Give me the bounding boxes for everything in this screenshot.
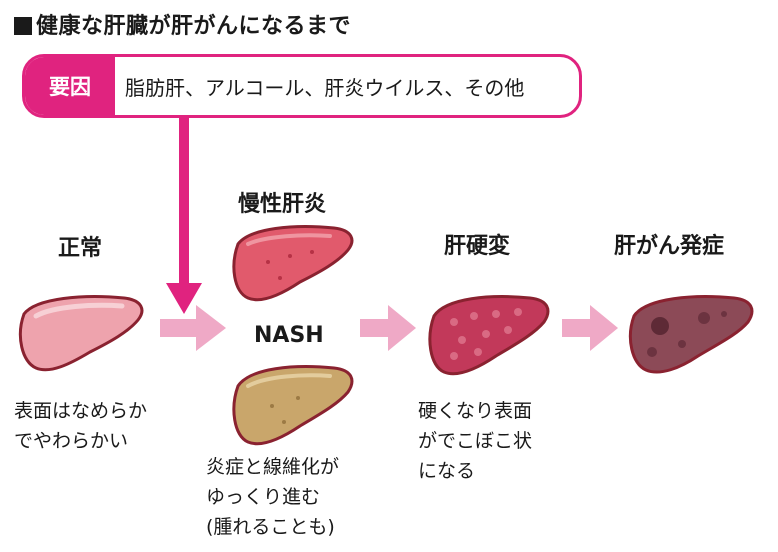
cause-down-arrow-icon [166,118,202,314]
normal-description: 表面はなめらか でやわらかい [14,400,148,452]
cause-text: 脂肪肝、アルコール、肝炎ウイルス、その他 [125,75,525,100]
stage-label-cancer: 肝がん発症 [614,234,725,259]
flow-arrow-3-icon [562,305,618,351]
stage-label-normal: 正常 [58,236,103,261]
cause-box: 要因 脂肪肝、アルコール、肝炎ウイルス、その他 [22,54,582,118]
flow-arrow-1-icon [160,305,226,351]
nash-description: 炎症と線維化が ゆっくり進む (腫れることも) [206,456,340,538]
stage-label-chronic-hepatitis: 慢性肝炎 [238,192,327,217]
normal-liver-icon [18,295,144,372]
nash-liver-icon [232,365,354,446]
chronic-hepatitis-liver-icon [232,225,354,302]
stage-label-nash: NASH [254,323,324,348]
cirrhosis-description: 硬くなり表面 がでこぼこ状 になる [418,400,533,482]
flow-arrow-2-icon [360,305,416,351]
cancer-liver-icon [628,295,754,374]
stage-label-cirrhosis: 肝硬変 [444,234,511,259]
page-title: 健康な肝臓が肝がんになるまで [14,8,351,40]
title-square-icon [14,17,32,35]
cause-tag: 要因 [25,57,115,115]
cirrhosis-liver-icon [428,295,550,376]
